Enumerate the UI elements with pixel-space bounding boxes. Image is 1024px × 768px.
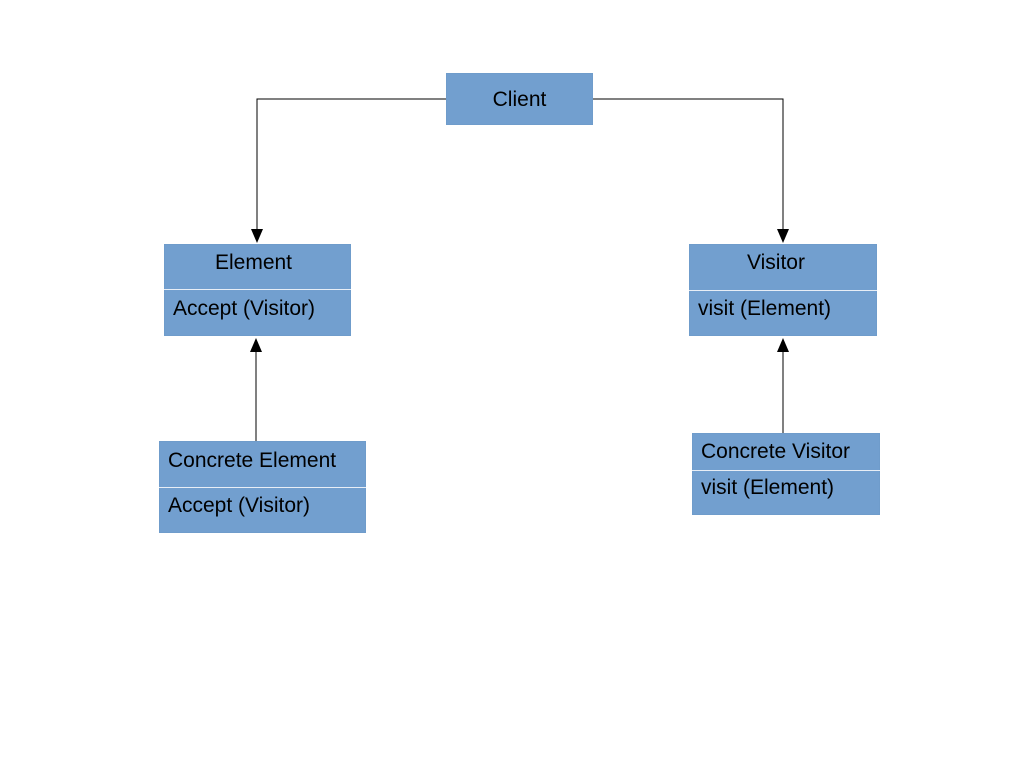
- connector-line: [593, 98, 784, 229]
- element-box[interactable]: Element Accept (Visitor): [164, 244, 351, 336]
- concrete-visitor-box[interactable]: Concrete Visitor visit (Element): [692, 433, 880, 515]
- arrowhead: [777, 229, 789, 243]
- concrete-element-box[interactable]: Concrete Element Accept (Visitor): [159, 441, 366, 533]
- connector-line: [256, 98, 446, 229]
- concrete-visitor-operation: visit (Element): [701, 476, 835, 499]
- client-box[interactable]: Client: [446, 73, 593, 125]
- box-divider: [692, 470, 880, 471]
- edge-client-to-element: [251, 98, 446, 243]
- visitor-title: Visitor: [747, 251, 805, 274]
- arrowhead: [777, 338, 789, 352]
- box-divider: [159, 487, 366, 488]
- concrete-visitor-title: Concrete Visitor: [701, 440, 851, 463]
- visitor-operation: visit (Element): [698, 297, 832, 320]
- concrete-element-operation: Accept (Visitor): [168, 494, 310, 517]
- visitor-box[interactable]: Visitor visit (Element): [689, 244, 877, 336]
- client-title: Client: [492, 88, 547, 111]
- arrowhead: [250, 338, 262, 352]
- arrowhead: [251, 229, 263, 243]
- box-divider: [164, 289, 351, 290]
- element-operation: Accept (Visitor): [173, 297, 315, 320]
- edge-concrete-visitor-to-visitor: [777, 338, 789, 433]
- element-title: Element: [214, 251, 293, 274]
- box-divider: [689, 290, 877, 291]
- concrete-element-title: Concrete Element: [168, 449, 337, 472]
- edge-concrete-element-to-element: [250, 338, 262, 441]
- edge-client-to-visitor: [593, 98, 789, 243]
